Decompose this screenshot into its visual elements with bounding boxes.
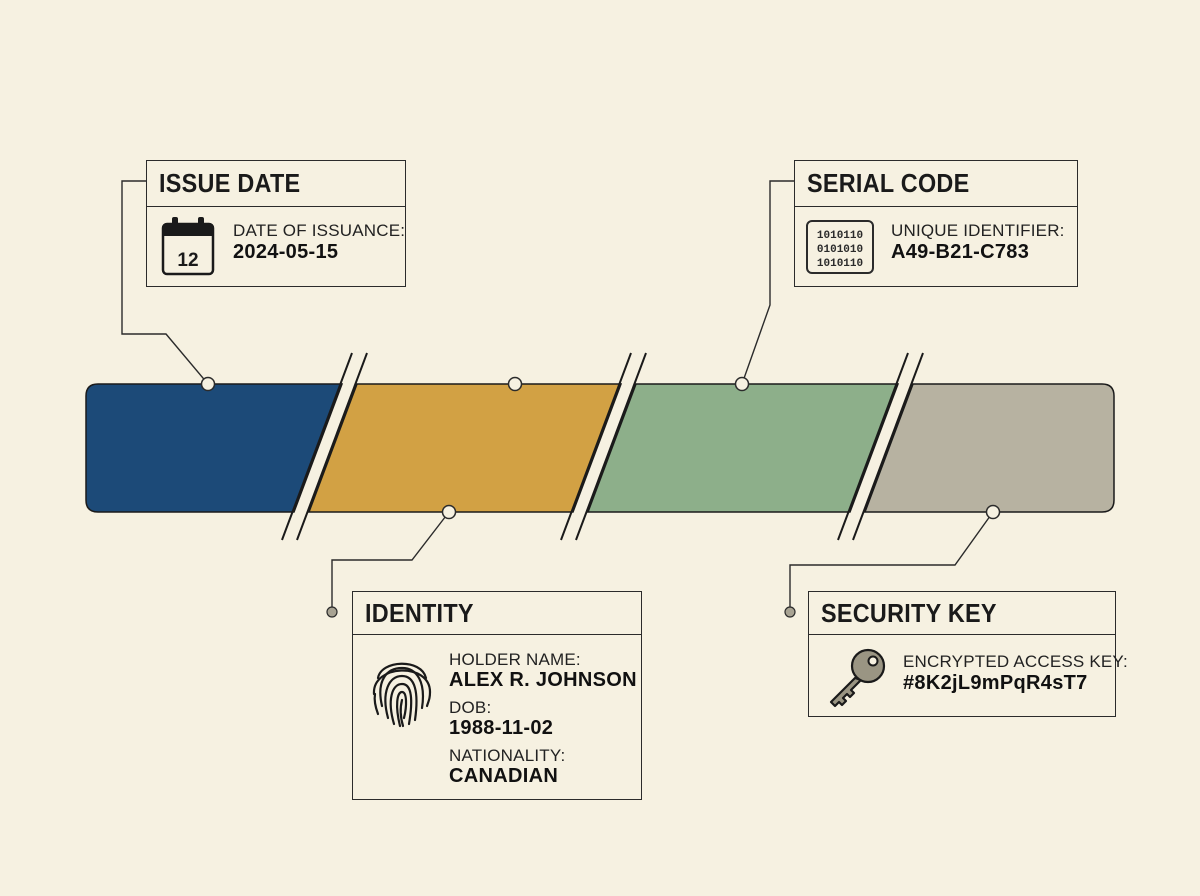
holder-name-value: ALEX R. JOHNSON — [449, 669, 637, 691]
leader-end-dots — [326, 606, 796, 618]
connector-dots — [200, 376, 1001, 520]
serial-code-title: SERIAL CODE — [807, 168, 970, 198]
dob-value: 1988-11-02 — [449, 717, 554, 739]
issue-date-callout: ISSUE DATE 12 DATE OF ISSUANCE: 2024-05-… — [146, 160, 406, 287]
leader-serial-code — [741, 180, 794, 385]
serial-code-divider — [794, 206, 1078, 207]
binary-row-3: 1010110 — [817, 258, 863, 270]
segment-blue — [85, 383, 344, 513]
issue-date-value: 2024-05-15 — [233, 241, 339, 263]
security-key-callout: SECURITY KEY ENCRYPTED ACCESS KEY: #8K2j… — [808, 591, 1128, 717]
leader-security-key — [789, 511, 994, 612]
segment-orange — [307, 383, 623, 513]
key-icon — [829, 648, 886, 708]
nationality-value: CANADIAN — [449, 765, 559, 787]
identity-callout: IDENTITY HOLDER NAME: ALEX R. JOHNSON DO… — [352, 591, 642, 800]
segment-green — [586, 383, 900, 513]
holder-name-label: HOLDER NAME: — [449, 650, 581, 669]
issue-date-label: DATE OF ISSUANCE: — [233, 221, 406, 240]
identity-title: IDENTITY — [365, 598, 474, 628]
serial-code-value: A49-B21-C783 — [891, 241, 1030, 263]
binary-row-1: 1010110 — [817, 230, 863, 242]
serial-code-label: UNIQUE IDENTIFIER: — [891, 221, 1065, 240]
issue-date-divider — [146, 206, 406, 207]
dob-label: DOB: — [449, 698, 492, 717]
security-key-title: SECURITY KEY — [821, 598, 997, 628]
segment-separators — [281, 352, 924, 541]
calendar-icon-text: 12 — [177, 250, 198, 271]
binary-row-2: 0101010 — [817, 244, 863, 256]
nationality-label: NATIONALITY: — [449, 746, 566, 765]
calendar-icon: 12 — [161, 217, 215, 276]
leader-issue-date — [121, 180, 209, 385]
issue-date-title: ISSUE DATE — [159, 168, 301, 198]
security-key-divider — [808, 634, 1116, 635]
binary-chip-icon: 1010110 0101010 1010110 — [806, 220, 874, 274]
fingerprint-icon — [372, 662, 432, 728]
leader-identity — [331, 511, 450, 612]
serial-code-callout: SERIAL CODE 1010110 0101010 1010110 UNIQ… — [794, 160, 1078, 287]
access-key-value: #8K2jL9mPqR4sT7 — [903, 672, 1088, 694]
access-key-label: ENCRYPTED ACCESS KEY: — [903, 652, 1128, 671]
segment-gray — [863, 383, 1115, 513]
identity-divider — [352, 634, 642, 635]
leader-lines — [121, 180, 994, 612]
